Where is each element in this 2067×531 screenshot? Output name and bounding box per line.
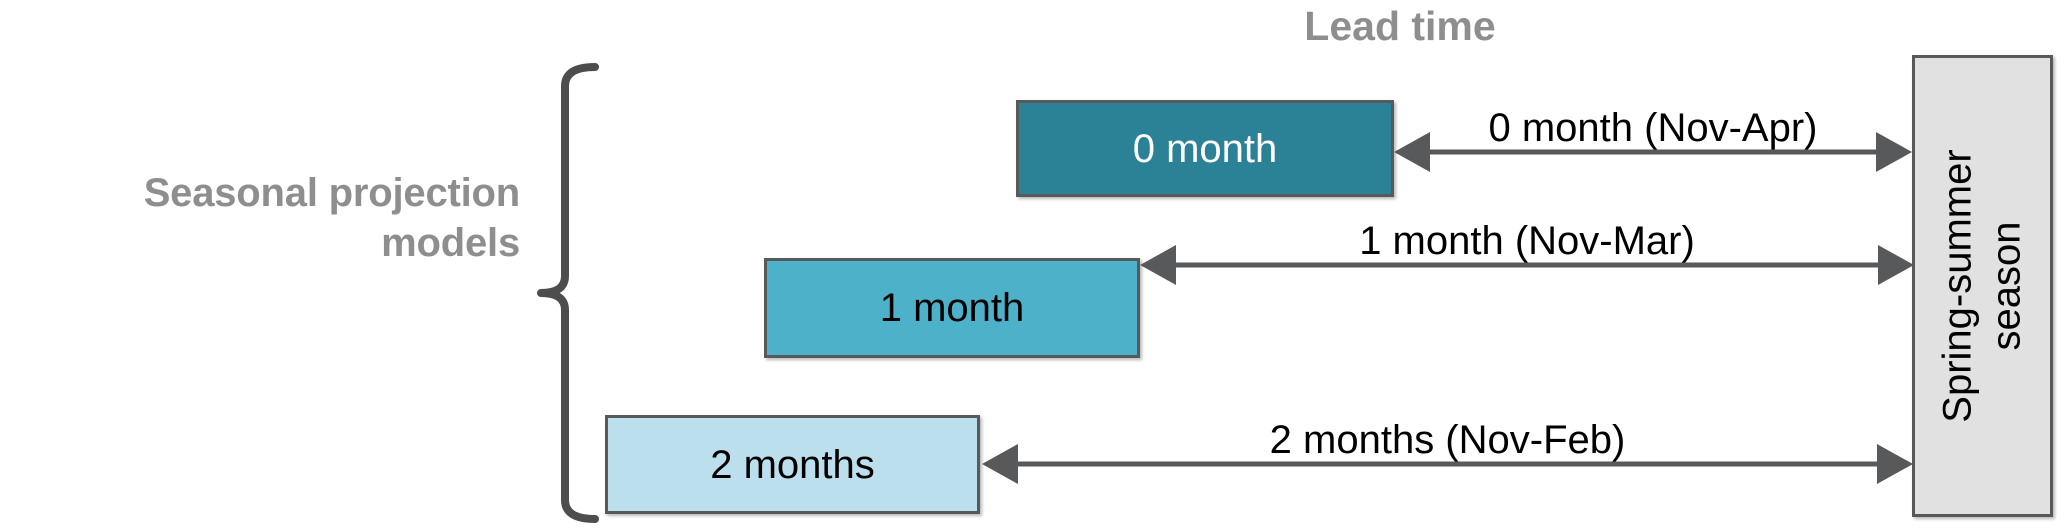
arrowhead-right-icon bbox=[1878, 245, 1914, 285]
lead-time-arrow-0-month-label: 0 month (Nov-Apr) bbox=[1488, 106, 1818, 150]
spring-summer-season-box[interactable]: Spring-summer season bbox=[1912, 55, 2053, 517]
model-box-0-month[interactable]: 0 month bbox=[1016, 100, 1394, 197]
lead-time-arrow-1-month: 1 month (Nov-Mar) bbox=[1138, 219, 1916, 305]
arrowhead-right-icon bbox=[1876, 132, 1912, 172]
arrowhead-left-icon bbox=[982, 444, 1018, 484]
model-box-2-months[interactable]: 2 months bbox=[605, 415, 980, 514]
model-box-1-month[interactable]: 1 month bbox=[764, 258, 1140, 358]
arrowhead-left-icon bbox=[1140, 245, 1176, 285]
group-label: Seasonal projection models bbox=[0, 168, 521, 268]
group-label-line-1: Seasonal projection bbox=[143, 171, 521, 215]
arrowhead-right-icon bbox=[1877, 444, 1913, 484]
model-box-0-month-label: 0 month bbox=[1132, 126, 1278, 171]
group-label-line-2: models bbox=[381, 221, 520, 265]
season-label-line-1: Spring-summer bbox=[1935, 149, 1980, 423]
lead-time-title: Lead time bbox=[1304, 3, 1496, 49]
lead-time-arrow-1-month-label: 1 month (Nov-Mar) bbox=[1359, 219, 1695, 263]
left-curly-brace bbox=[535, 62, 605, 524]
model-box-1-month-label: 1 month bbox=[879, 286, 1025, 330]
model-box-2-months-label: 2 months bbox=[710, 442, 875, 487]
arrowhead-left-icon bbox=[1394, 132, 1430, 172]
lead-time-arrow-2-months-label: 2 months (Nov-Feb) bbox=[1269, 418, 1626, 462]
spring-summer-season-label: Spring-summer season bbox=[1934, 149, 2032, 422]
season-label-line-2: season bbox=[1984, 221, 2029, 351]
lead-time-arrow-2-months: 2 months (Nov-Feb) bbox=[980, 418, 1915, 504]
lead-time-arrow-0-month: 0 month (Nov-Apr) bbox=[1392, 106, 1914, 192]
